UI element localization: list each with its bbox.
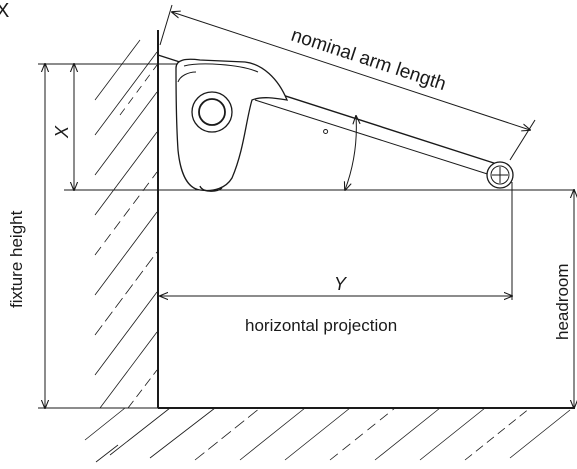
wall-hatching <box>94 39 158 409</box>
horizontal-projection-label: horizontal projection <box>245 316 397 335</box>
nominal-arm-length-dimension <box>172 12 530 130</box>
arm-length-extension-left <box>159 4 173 46</box>
headroom-label: headroom <box>553 263 572 340</box>
angle-arc <box>345 116 356 190</box>
fixture-height-label: fixture height <box>7 210 26 308</box>
arm-underside-line <box>254 99 501 179</box>
arm-length-extension-right <box>509 119 536 161</box>
angle-label: ° <box>322 126 329 146</box>
x-dimension-label: X <box>52 125 72 139</box>
corner-letter: X <box>0 0 9 22</box>
floor-hatching <box>84 407 571 463</box>
fixture-body <box>175 58 289 192</box>
pivot-joint <box>486 161 514 189</box>
nominal-arm-length-label: nominal arm length <box>288 25 448 95</box>
y-dimension-label: Y <box>334 274 348 294</box>
